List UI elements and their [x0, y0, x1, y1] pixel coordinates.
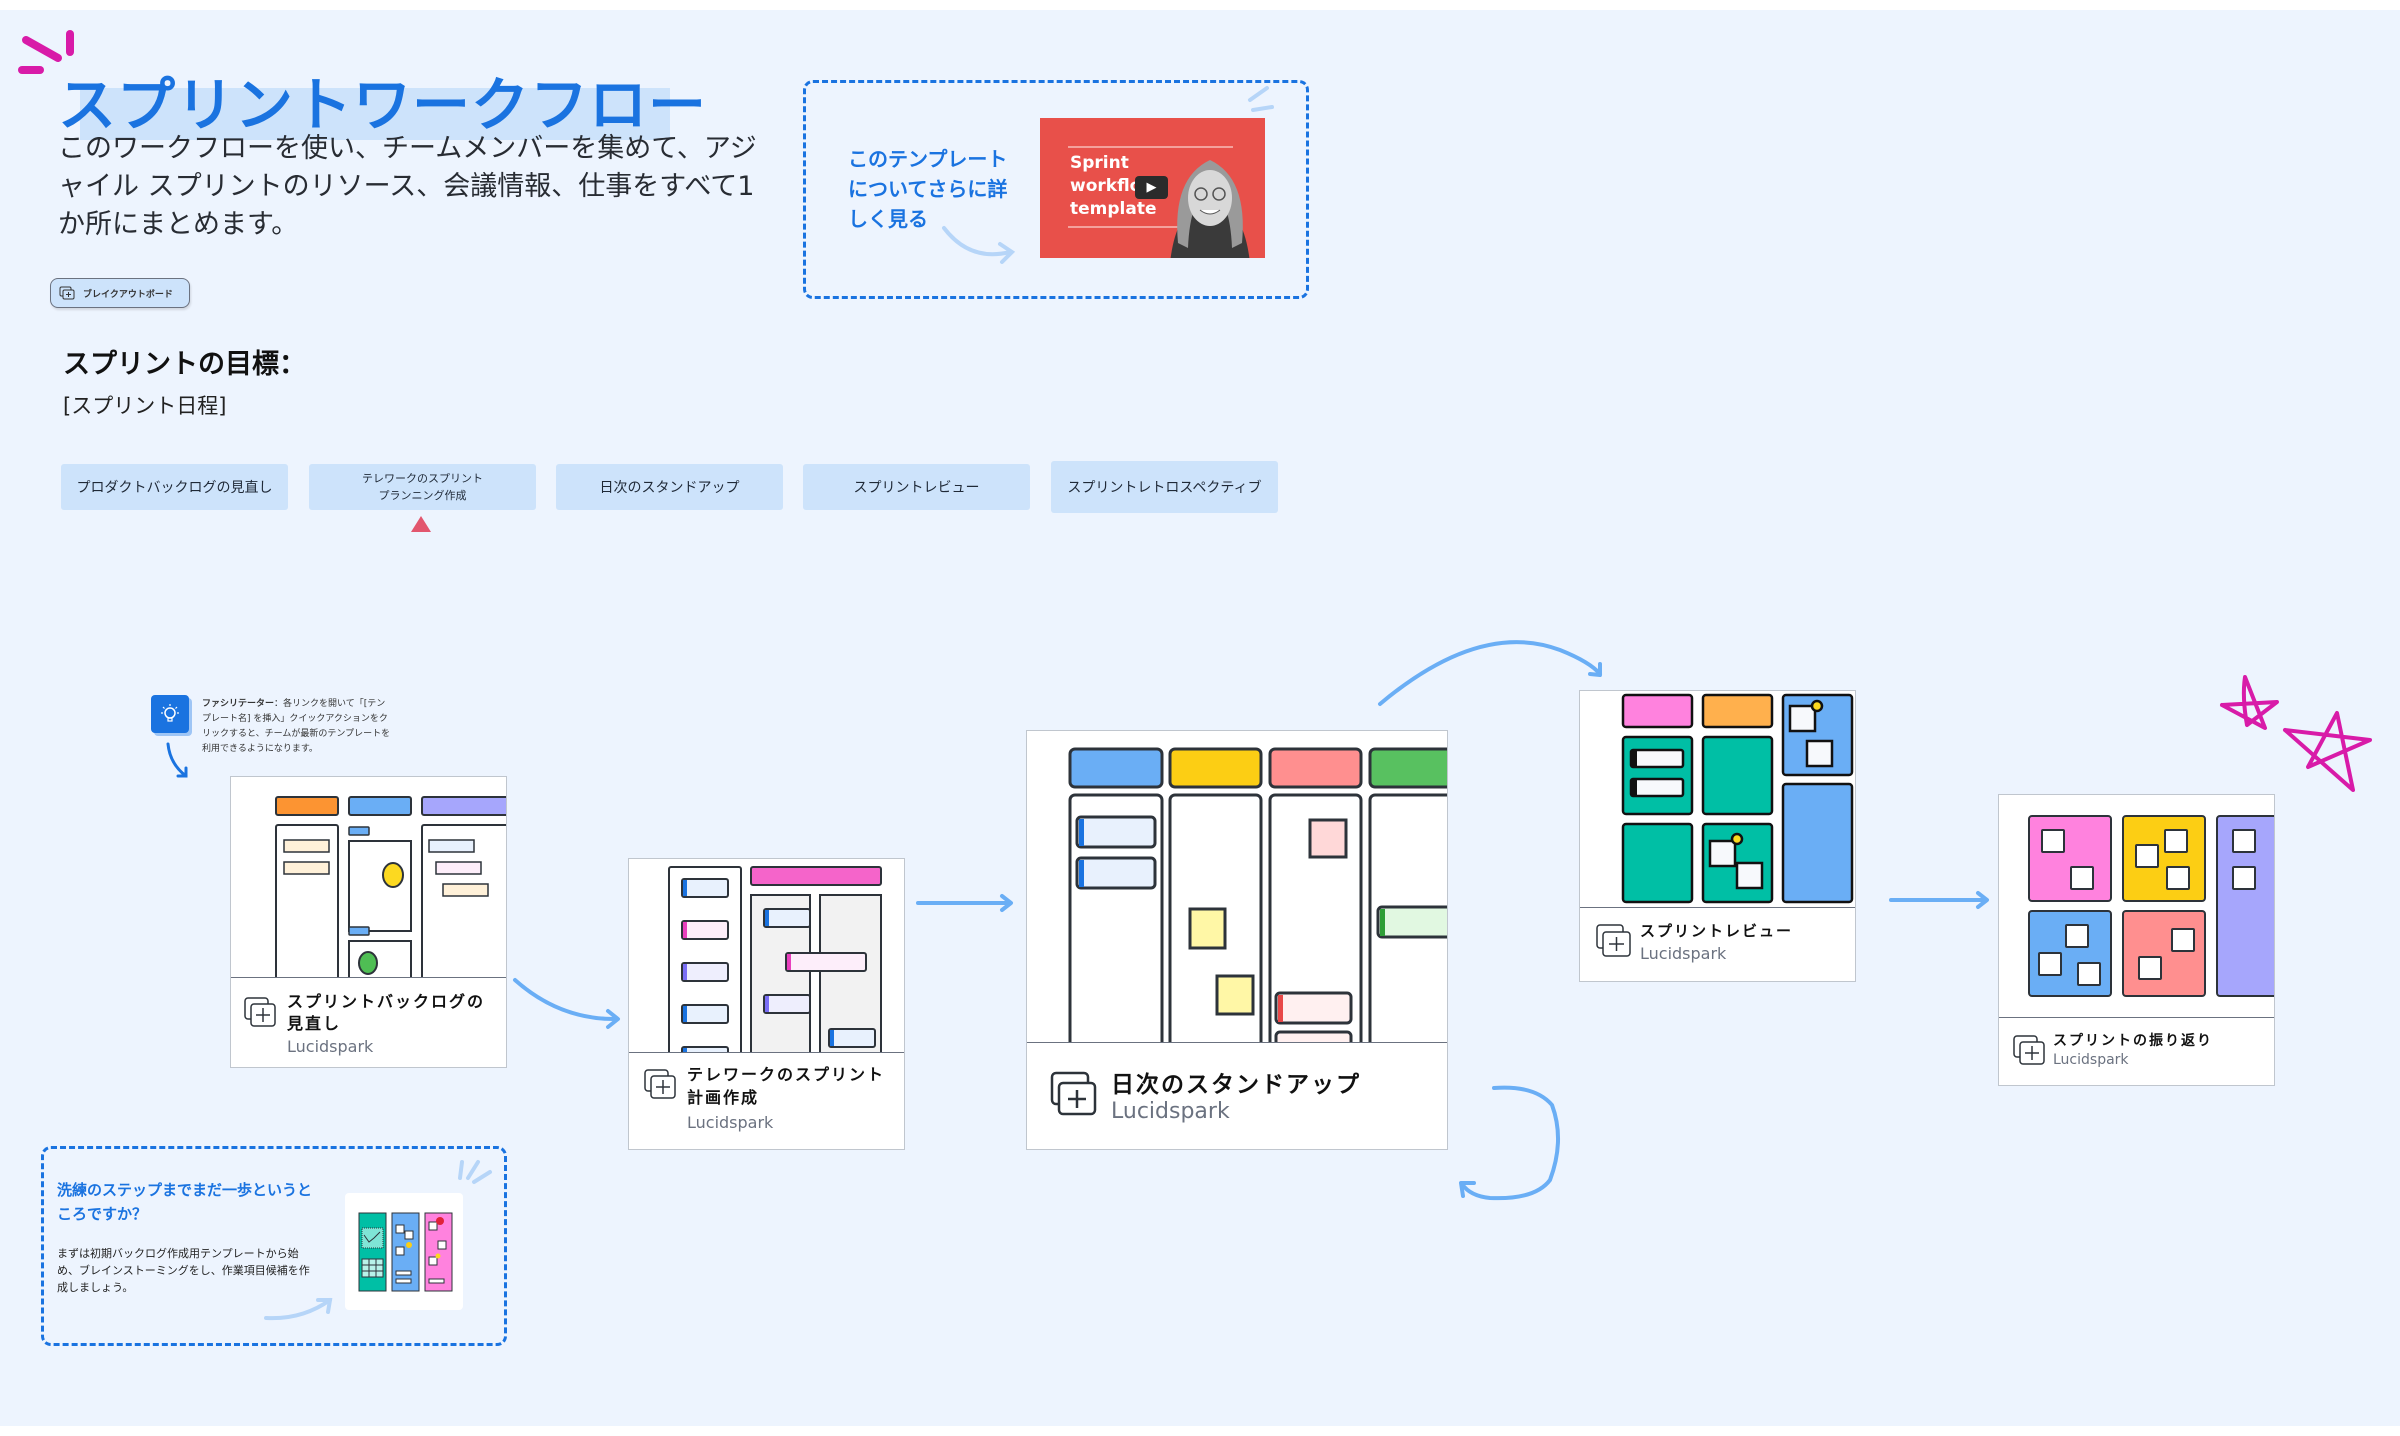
nudge-heading: 洗練のステップまでまだ一歩というところですか？: [57, 1181, 313, 1223]
template-card-backlog-review[interactable]: スプリントバックログの見直し Lucidspark: [230, 776, 507, 1068]
card-title: スプリントレビュー: [1640, 922, 1794, 940]
card-preview: [629, 859, 904, 1053]
card-source: Lucidspark: [2053, 1052, 2129, 1068]
card-source: Lucidspark: [1640, 944, 1727, 963]
template-card-sprint-review[interactable]: スプリントレビュー Lucidspark: [1579, 690, 1856, 982]
stage-label: 日次のスタンドアップ: [599, 480, 740, 496]
presenter-photo: [1170, 160, 1250, 258]
play-icon[interactable]: ▶: [1135, 176, 1168, 199]
title-highlight: [80, 88, 670, 140]
sprint-schedule[interactable]: [スプリント日程]: [63, 394, 227, 418]
template-insert-icon: [1596, 924, 1631, 957]
down-arrow-icon: [166, 742, 188, 778]
facilitator-note: ファシリテーター：各リンクを開いて「[テンプレート名] を挿入」クイックアクショ…: [202, 699, 391, 754]
stage-tab-daily-standup[interactable]: 日次のスタンドアップ: [556, 464, 783, 510]
stage-label: プロダクトバックログの見直し: [76, 480, 273, 496]
card-title: スプリントの振り返り: [2053, 1033, 2213, 1049]
stars-doodle-icon: [2220, 675, 2372, 792]
stage-tab-sprint-planning[interactable]: テレワークのスプリントプランニング作成: [309, 464, 536, 510]
template-card-sprint-planning[interactable]: テレワークのスプリント計画作成 Lucidspark: [628, 858, 905, 1150]
card-title: 日次のスタンドアップ: [1111, 1072, 1361, 1098]
stage-label: スプリントレトロスペクティブ: [1067, 480, 1262, 496]
stage-tab-sprint-review[interactable]: スプリントレビュー: [803, 464, 1030, 510]
template-insert-icon: [244, 997, 276, 1027]
sprint-goal-heading: スプリントの目標：: [63, 349, 306, 380]
breakout-board-label: ブレイクアウトボード: [83, 289, 173, 300]
template-insert-icon: [644, 1069, 676, 1099]
card-source: Lucidspark: [287, 1037, 374, 1056]
breakout-board-button[interactable]: ブレイクアウトボード: [50, 278, 190, 308]
curved-arrow-icon: [264, 1298, 333, 1321]
video-thumbnail[interactable]: Sprint workflo template ▶: [1040, 118, 1265, 258]
card-source: Lucidspark: [1111, 1099, 1230, 1124]
current-stage-marker: [411, 516, 431, 532]
page-title: スプリントワークフロー: [58, 71, 708, 139]
template-card-sprint-retrospective[interactable]: スプリントの振り返り Lucidspark: [1998, 794, 2275, 1086]
card-title: スプリントバックログの見直し: [287, 992, 486, 1033]
lightbulb-icon: [151, 695, 189, 733]
template-insert-icon: [1050, 1071, 1097, 1116]
stage-tab-backlog-review[interactable]: プロダクトバックログの見直し: [61, 464, 288, 510]
learn-more-box: [803, 80, 1309, 299]
card-preview: [1999, 795, 2274, 1018]
card-preview: [1027, 731, 1447, 1043]
template-card-daily-standup[interactable]: 日次のスタンドアップ Lucidspark: [1026, 730, 1448, 1150]
stage-label: スプリントレビュー: [853, 480, 980, 496]
card-preview: [231, 777, 506, 978]
card-preview: [1580, 691, 1855, 908]
initial-backlog-template-preview[interactable]: [345, 1193, 463, 1310]
emphasis-lines-icon: [458, 1160, 492, 1184]
learn-more-link[interactable]: このテンプレート についてさらに詳 しく見る: [848, 147, 1008, 231]
curved-arrow-icon: [942, 226, 1016, 264]
nudge-body: まずは初期バックログ作成用テンプレートから始め、ブレインストーミングをし、作業項…: [57, 1247, 310, 1294]
stage-label: テレワークのスプリントプランニング作成: [362, 472, 483, 502]
video-title: Sprint workflo template: [1070, 153, 1157, 219]
stage-tab-sprint-retrospective[interactable]: スプリントレトロスペクティブ: [1051, 461, 1278, 513]
breakout-board-icon: [59, 286, 75, 300]
initial-backlog-nudge-box: [41, 1146, 507, 1346]
emphasis-lines-icon: [1248, 86, 1274, 112]
template-insert-icon: [2013, 1035, 2045, 1065]
card-source: Lucidspark: [687, 1113, 774, 1132]
sparkle-doodle-icon: [18, 30, 74, 74]
page-description: このワークフローを使い、チームメンバーを集めて、アジャイル スプリントのリソース…: [58, 133, 757, 240]
card-title: テレワークのスプリント計画作成: [687, 1065, 886, 1107]
